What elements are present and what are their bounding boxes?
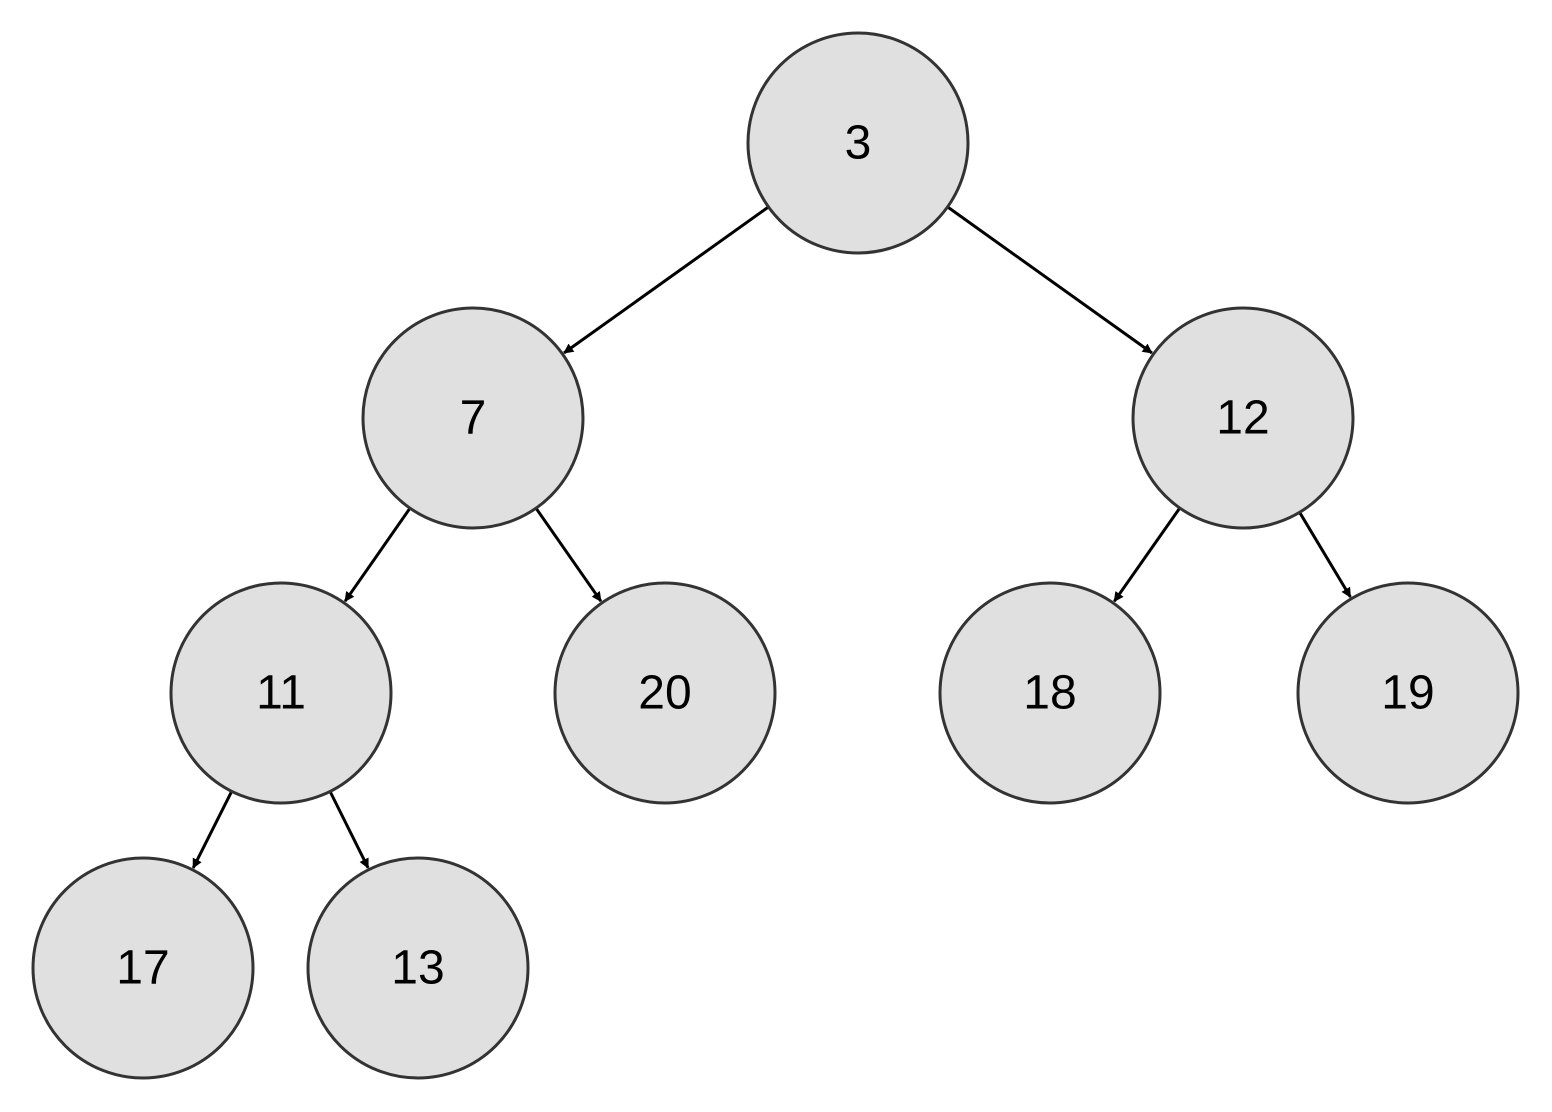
node-label: 13 [391,942,444,995]
tree-node-18: 18 [938,581,1162,805]
node-label: 12 [1216,392,1269,445]
node-circle [31,856,255,1080]
tree-node-13: 13 [306,856,530,1080]
tree-node-20: 20 [553,581,777,805]
edge-n12-n19 [1298,511,1352,598]
edge-n7-n11 [343,507,412,603]
edge-n7-n20 [534,507,603,603]
edge-n12-n18 [1113,507,1182,603]
tree-node-19: 19 [1296,581,1520,805]
node-circle [1296,581,1520,805]
node-circle [553,581,777,805]
node-label: 20 [638,667,691,720]
node-label: 11 [256,667,306,720]
edge-n3-n12 [946,205,1153,355]
edge-n11-n13 [328,790,370,869]
edges-layer [191,205,1352,869]
tree-node-12: 12 [1131,306,1355,530]
node-label: 18 [1023,667,1076,720]
node-circle [1131,306,1355,530]
node-circle [306,856,530,1080]
node-label: 19 [1381,667,1434,720]
node-circle [169,581,393,805]
node-label: 17 [116,942,169,995]
node-label: 7 [460,392,487,445]
edge-n11-n17 [191,790,234,869]
tree-node-17: 17 [31,856,255,1080]
nodes-layer: 3 7 12 11 20 18 19 17 13 [31,31,1520,1080]
tree-node-11: 11 [169,581,393,805]
node-circle [746,31,970,255]
tree-node-3: 3 [746,31,970,255]
node-circle [361,306,585,530]
node-label: 3 [845,117,872,170]
tree-node-7: 7 [361,306,585,530]
edge-n3-n7 [563,205,770,355]
node-circle [938,581,1162,805]
